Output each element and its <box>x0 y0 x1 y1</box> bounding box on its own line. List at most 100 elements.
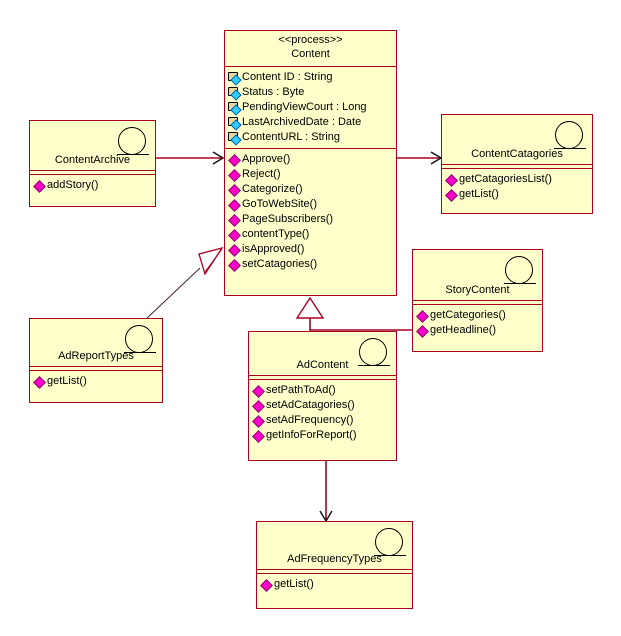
class-box-adfrequencytypes[interactable]: AdFrequencyTypes getList() <box>256 521 413 609</box>
operation-label: setPathToAd() <box>266 384 336 396</box>
class-operations-storycontent: getCategories() getHeadline() <box>413 305 542 341</box>
class-operations-adreporttypes: getList() <box>30 371 162 392</box>
operation-label: getCatagoriesList() <box>459 173 552 185</box>
attribute-label: PendingViewCourt : Long <box>242 101 367 113</box>
class-attributes-content: Content ID : String Status : Byte Pendin… <box>225 67 396 149</box>
operation-row: isApproved() <box>228 242 394 257</box>
operation-row: Categorize() <box>228 182 394 197</box>
class-stereotype: <<process>> <box>278 34 343 46</box>
operation-row: GoToWebSite() <box>228 197 394 212</box>
public-operation-icon <box>445 188 458 201</box>
class-header-contentarchive: ContentArchive <box>30 121 155 171</box>
operation-row: getCatagoriesList() <box>445 172 590 187</box>
attribute-row: ContentURL : String <box>228 130 394 145</box>
operation-label: getCategories() <box>430 309 506 321</box>
operation-label: setAdFrequency() <box>266 414 354 426</box>
operation-label: GoToWebSite() <box>242 198 317 210</box>
interface-lollipop-stem-icon <box>374 555 406 556</box>
operation-row: setAdFrequency() <box>252 413 394 428</box>
operation-row: Approve() <box>228 152 394 167</box>
class-name: ContentCatagories <box>471 148 563 160</box>
class-operations-contentcatagories: getCatagoriesList() getList() <box>442 169 592 205</box>
public-operation-icon <box>33 375 46 388</box>
operation-label: setAdCatagories() <box>266 399 355 411</box>
attribute-label: Status : Byte <box>242 86 305 98</box>
class-box-adcontent[interactable]: AdContent setPathToAd() setAdCatagories(… <box>248 331 397 461</box>
operation-label: getInfoForReport() <box>266 429 357 441</box>
operation-label: setCatagories() <box>242 258 318 270</box>
public-operation-icon <box>228 258 241 271</box>
operation-row: addStory() <box>33 178 153 193</box>
class-box-storycontent[interactable]: StoryContent getCategories() getHeadline… <box>412 249 543 352</box>
operation-label: contentType() <box>242 228 310 240</box>
public-operation-icon <box>260 578 273 591</box>
class-header-adreporttypes: AdReportTypes <box>30 319 162 367</box>
attribute-row: LastArchivedDate : Date <box>228 115 394 130</box>
class-box-content[interactable]: <<process>> Content Content ID : String … <box>224 30 397 296</box>
class-attributes-adfrequencytypes <box>257 570 412 574</box>
interface-lollipop-stem-icon <box>117 154 149 155</box>
operation-row: getList() <box>260 577 410 592</box>
class-name: Content <box>291 48 330 60</box>
operation-label: addStory() <box>47 179 99 191</box>
interface-lollipop-icon <box>505 256 533 284</box>
class-header-contentcatagories: ContentCatagories <box>442 115 592 165</box>
operation-row: setPathToAd() <box>252 383 394 398</box>
public-operation-icon <box>416 309 429 322</box>
interface-lollipop-icon <box>125 325 153 353</box>
class-box-contentcatagories[interactable]: ContentCatagories getCatagoriesList() ge… <box>441 114 593 214</box>
operation-label: getList() <box>47 375 87 387</box>
class-box-contentarchive[interactable]: ContentArchive addStory() <box>29 120 156 207</box>
operation-label: Approve() <box>242 153 291 165</box>
private-attribute-icon <box>228 116 241 129</box>
interface-lollipop-icon <box>118 127 146 155</box>
class-name: StoryContent <box>445 284 510 296</box>
operation-row: PageSubscribers() <box>228 212 394 227</box>
attribute-row: Content ID : String <box>228 70 394 85</box>
private-attribute-icon <box>228 101 241 114</box>
class-operations-adcontent: setPathToAd() setAdCatagories() setAdFre… <box>249 380 396 446</box>
class-operations-contentarchive: addStory() <box>30 175 155 196</box>
class-operations-content: Approve() Reject() Categorize() GoToWebS… <box>225 149 396 275</box>
private-attribute-icon <box>228 131 241 144</box>
operation-label: isApproved() <box>242 243 305 255</box>
operation-label: PageSubscribers() <box>242 213 334 225</box>
class-attributes-adcontent <box>249 376 396 380</box>
edge-contentarchive-to-content <box>155 151 225 165</box>
interface-lollipop-icon <box>555 121 583 149</box>
class-attributes-adreporttypes <box>30 367 162 371</box>
class-header-adfrequencytypes: AdFrequencyTypes <box>257 522 412 570</box>
class-header-adcontent: AdContent <box>249 332 396 376</box>
interface-lollipop-stem-icon <box>504 283 536 284</box>
operation-label: getList() <box>459 188 499 200</box>
operation-label: getList() <box>274 578 314 590</box>
attribute-row: PendingViewCourt : Long <box>228 100 394 115</box>
public-operation-icon <box>33 179 46 192</box>
attribute-label: ContentURL : String <box>242 131 341 143</box>
interface-lollipop-icon <box>375 528 403 556</box>
interface-lollipop-stem-icon <box>124 352 156 353</box>
interface-lollipop-stem-icon <box>358 365 390 366</box>
operation-row: getList() <box>445 187 590 202</box>
class-header-content: <<process>> Content <box>225 31 396 67</box>
operation-row: getCategories() <box>416 308 540 323</box>
class-box-adreporttypes[interactable]: AdReportTypes getList() <box>29 318 163 403</box>
operation-row: getInfoForReport() <box>252 428 394 443</box>
public-operation-icon <box>252 399 265 412</box>
private-attribute-icon <box>228 86 241 99</box>
operation-label: Reject() <box>242 168 281 180</box>
operation-label: getHeadline() <box>430 324 497 336</box>
edge-adcontent-to-adfrequencytypes <box>319 461 333 523</box>
operation-row: getHeadline() <box>416 323 540 338</box>
attribute-row: Status : Byte <box>228 85 394 100</box>
public-operation-icon <box>228 183 241 196</box>
edge-content-to-contentcatagories <box>397 151 443 165</box>
class-attributes-contentcatagories <box>442 165 592 169</box>
operation-row: setAdCatagories() <box>252 398 394 413</box>
class-attributes-contentarchive <box>30 171 155 175</box>
operation-row: contentType() <box>228 227 394 242</box>
public-operation-icon <box>252 384 265 397</box>
class-name: AdContent <box>296 359 349 371</box>
interface-lollipop-stem-icon <box>554 148 586 149</box>
